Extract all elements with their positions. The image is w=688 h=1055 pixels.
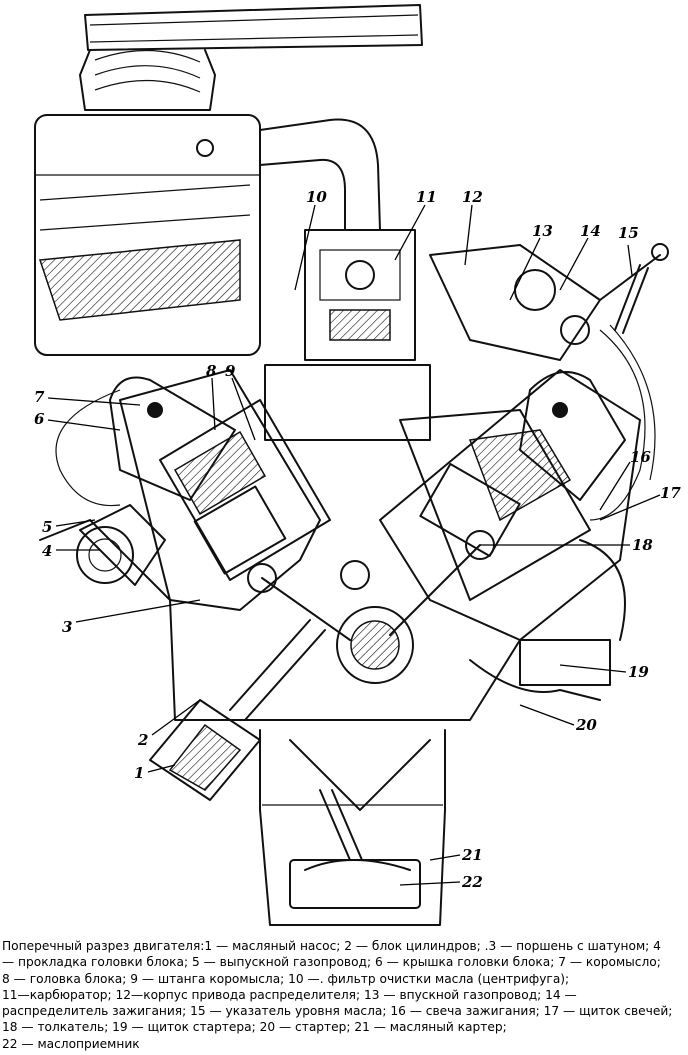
right-rocker-cover [519, 371, 626, 501]
callout-6: 6 [34, 410, 121, 431]
right-cylinder-bank [389, 409, 591, 636]
callout-label-16: 16 [630, 448, 651, 466]
callout-9: 9 [225, 362, 256, 441]
callout-label-2: 2 [137, 731, 148, 749]
engine-cross-section-drawing: 1 2 3 4 5 6 7 8 9 10 11 12 13 14 15 16 1… [34, 4, 681, 926]
air-filter [34, 114, 261, 356]
caption-line-2: — прокладка головки блока; 5 — выпускной… [2, 955, 661, 970]
intake-pipe [259, 118, 381, 231]
callout-label-5: 5 [42, 518, 52, 536]
callout-label-10: 10 [306, 188, 327, 206]
caption-line-4: 11—карбюратор; 12—корпус привода распред… [2, 987, 577, 1002]
callout-label-14: 14 [580, 222, 601, 240]
callout-15: 15 [618, 224, 639, 276]
figure-caption: Поперечный разрез двигателя:1 — масляный… [2, 938, 686, 1052]
spark-plug-wires [55, 324, 656, 521]
caption-line-5: распределитель зажигания; 15 — указатель… [2, 1004, 673, 1019]
callout-21: 21 [429, 846, 483, 864]
callout-17: 17 [599, 484, 681, 521]
callout-label-20: 20 [575, 716, 597, 734]
callout-label-11: 11 [416, 188, 437, 206]
callout-label-13: 13 [532, 222, 553, 240]
starter [469, 539, 626, 701]
callout-label-4: 4 [42, 542, 52, 560]
callout-22: 22 [399, 873, 483, 891]
callout-label-3: 3 [62, 618, 72, 636]
callout-8: 8 [206, 362, 217, 431]
callout-label-18: 18 [632, 536, 653, 554]
oil-pan [259, 729, 446, 926]
callout-5: 5 [42, 518, 96, 536]
callout-label-19: 19 [628, 663, 649, 681]
callout-label-7: 7 [34, 388, 45, 406]
caption-line-6: 18 — толкатель; 19 — щиток стартера; 20 … [2, 1020, 507, 1035]
callout-label-1: 1 [134, 764, 144, 782]
callout-2: 2 [137, 699, 201, 749]
caption-line-7: 22 — маслоприемник [2, 1036, 140, 1051]
callout-1: 1 [134, 764, 176, 782]
oil-pickup [289, 789, 421, 909]
callout-20: 20 [519, 704, 597, 734]
callout-10: 10 [294, 188, 327, 291]
callout-label-8: 8 [206, 362, 217, 380]
callout-label-6: 6 [34, 410, 45, 428]
cylinder-block [39, 364, 641, 721]
callout-16: 16 [599, 448, 651, 511]
distributor [429, 243, 669, 361]
callout-label-21: 21 [461, 846, 483, 864]
callout-label-17: 17 [660, 484, 681, 502]
callout-label-9: 9 [225, 362, 236, 380]
carburettor [304, 229, 416, 361]
callouts: 1 2 3 4 5 6 7 8 9 10 11 12 13 14 15 16 1… [34, 188, 681, 891]
callout-label-15: 15 [618, 224, 639, 242]
callout-18: 18 [480, 536, 653, 554]
callout-4: 4 [42, 542, 100, 560]
callout-label-12: 12 [462, 188, 483, 206]
callout-7: 7 [34, 388, 141, 406]
left-rocker-cover [109, 376, 236, 501]
callout-13: 13 [509, 222, 553, 301]
callout-19: 19 [559, 663, 649, 681]
caption-line-1: Поперечный разрез двигателя:1 — масляный… [2, 939, 661, 953]
air-intake-duct [79, 4, 423, 111]
callout-11: 11 [394, 188, 437, 261]
exhaust-manifold-left [76, 504, 166, 586]
oil-pump [149, 619, 326, 801]
callout-12: 12 [462, 188, 483, 266]
crankshaft [336, 560, 414, 684]
oil-dipstick [614, 264, 649, 334]
callout-label-22: 22 [461, 873, 483, 891]
callout-14: 14 [559, 222, 601, 291]
left-cylinder-bank [159, 399, 351, 641]
callout-3: 3 [62, 599, 201, 636]
caption-line-3: 8 — головка блока; 9 — штанга коромысла;… [2, 971, 570, 986]
